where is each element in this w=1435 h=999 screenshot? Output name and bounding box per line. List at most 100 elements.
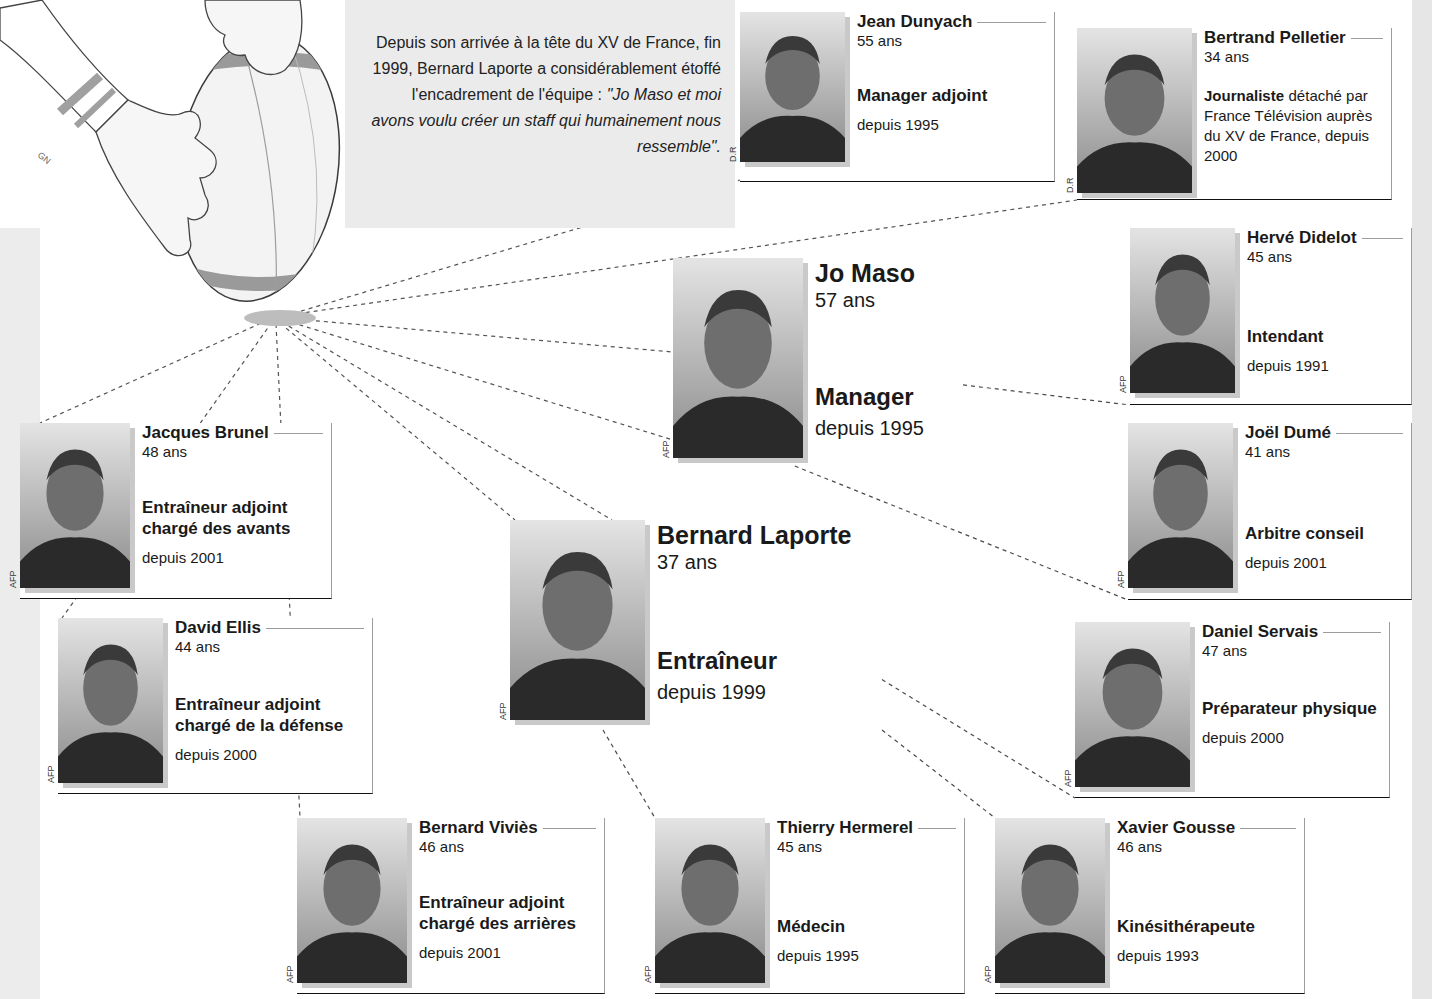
heading-rule (1240, 828, 1296, 829)
photo-credit: AFP (661, 440, 671, 458)
heading-rule (1362, 238, 1403, 239)
person-name: Daniel Servais (1202, 622, 1318, 642)
person-since: depuis 2001 (419, 944, 596, 962)
staff-card: Hervé Didelot45 ansIntendant depuis 1991 (1130, 228, 1412, 405)
person-age: 44 ans (175, 638, 364, 656)
card-text: Jacques Brunel48 ansEntraîneur adjoint c… (142, 423, 323, 567)
portrait-silhouette (655, 818, 765, 983)
card-text: Hervé Didelot45 ansIntendant depuis 1991 (1247, 228, 1403, 375)
portrait-photo (1075, 622, 1190, 787)
person-age: 55 ans (857, 32, 1046, 50)
staff-card: Bernard Viviès46 ansEntraîneur adjoint c… (297, 818, 605, 994)
person-name: Jo Maso (815, 258, 915, 288)
portrait-photo (1130, 228, 1235, 393)
portrait-silhouette (297, 818, 407, 983)
card-heading: Bernard Viviès (419, 818, 596, 838)
person-name: Thierry Hermerel (777, 818, 913, 838)
lead-staff-card: Jo Maso57 ansManager depuis 1995 (673, 258, 963, 466)
staff-card: Thierry Hermerel45 ansMédecindepuis 1995 (655, 818, 965, 994)
portrait-photo (58, 618, 163, 783)
person-since: depuis 2001 (1245, 554, 1403, 572)
person-since: depuis 2001 (142, 549, 323, 567)
person-age: 37 ans (657, 550, 882, 574)
card-heading: David Ellis (175, 618, 364, 638)
heading-rule (266, 628, 364, 629)
photo-credit: AFP (1063, 769, 1073, 787)
portrait-silhouette (510, 520, 645, 720)
staff-card: Bertrand Pelletier34 ansJournalistedétac… (1077, 28, 1392, 200)
card-text: Xavier Gousse46 ansKinésithérapeutedepui… (1117, 818, 1296, 965)
portrait-photo (510, 520, 645, 720)
person-since: depuis 2000 (1202, 729, 1381, 747)
photo-credit: AFP (498, 702, 508, 720)
card-heading: Jo Maso (815, 258, 963, 288)
card-text: Bernard Laporte37 ansEntraîneurdepuis 19… (657, 520, 882, 704)
heading-rule (1351, 38, 1383, 39)
person-role: Intendant (1247, 326, 1403, 347)
person-role: Journalistedétaché par France Télévision… (1204, 86, 1383, 166)
staff-card: Joël Dumé41 ansArbitre conseildepuis 200… (1128, 423, 1412, 600)
card-heading: Jean Dunyach (857, 12, 1046, 32)
heading-rule (543, 828, 596, 829)
person-role: Journaliste (1204, 87, 1284, 104)
heading-rule (1336, 433, 1403, 434)
photo-credit: D.R (728, 147, 738, 163)
photo-credit: AFP (46, 765, 56, 783)
person-since: depuis 2000 (175, 746, 364, 764)
heading-rule (918, 828, 956, 829)
portrait-photo (740, 12, 845, 162)
card-heading: Daniel Servais (1202, 622, 1381, 642)
person-age: 47 ans (1202, 642, 1381, 660)
person-name: Hervé Didelot (1247, 228, 1357, 248)
portrait-photo (1128, 423, 1233, 588)
photo-credit: AFP (1116, 570, 1126, 588)
connector-line (882, 730, 995, 818)
intro-box: Depuis son arrivée à la tête du XV de Fr… (345, 0, 735, 228)
portrait-silhouette (995, 818, 1105, 983)
connector-line (603, 730, 655, 818)
person-role: Médecin (777, 916, 956, 937)
illustrator-signature: GN (36, 150, 53, 166)
person-role: Entraîneur adjoint chargé des avants (142, 497, 323, 539)
portrait-silhouette (1077, 28, 1192, 193)
heading-rule (1323, 632, 1381, 633)
person-name: Bernard Laporte (657, 520, 851, 550)
person-role: Préparateur physique (1202, 698, 1381, 719)
photo-credit: AFP (1118, 375, 1128, 393)
photo-credit: AFP (983, 965, 993, 983)
staff-card: Daniel Servais47 ansPréparateur physique… (1075, 622, 1390, 798)
person-age: 45 ans (1247, 248, 1403, 266)
card-text: Daniel Servais47 ansPréparateur physique… (1202, 622, 1381, 747)
photo-credit: AFP (8, 570, 18, 588)
person-since: depuis 1995 (857, 116, 1046, 134)
portrait-silhouette (1130, 228, 1235, 393)
staff-card: Jacques Brunel48 ansEntraîneur adjoint c… (20, 423, 332, 599)
lead-staff-card: Bernard Laporte37 ansEntraîneurdepuis 19… (510, 520, 882, 730)
portrait-photo (297, 818, 407, 983)
person-age: 57 ans (815, 288, 963, 312)
ball-rays (40, 180, 1077, 818)
person-age: 34 ans (1204, 48, 1383, 66)
photo-credit: D.R (1065, 178, 1075, 194)
person-since: depuis 1991 (1247, 357, 1403, 375)
heading-rule (274, 433, 323, 434)
person-age: 41 ans (1245, 443, 1403, 461)
staff-card: Jean Dunyach55 ansManager adjoint depuis … (740, 12, 1055, 182)
card-heading: Xavier Gousse (1117, 818, 1296, 838)
person-name: Xavier Gousse (1117, 818, 1235, 838)
card-text: David Ellis44 ansEntraîneur adjoint char… (175, 618, 364, 764)
card-text: Thierry Hermerel45 ansMédecindepuis 1995 (777, 818, 956, 965)
person-role: Manager (815, 382, 963, 412)
background-strip (0, 228, 40, 999)
person-role: Manager adjoint (857, 85, 1046, 106)
person-since: depuis 1999 (657, 680, 882, 704)
card-text: Bertrand Pelletier34 ansJournalistedétac… (1204, 28, 1383, 166)
person-role: Entraîneur adjoint chargé de la défense (175, 694, 364, 736)
card-heading: Bertrand Pelletier (1204, 28, 1383, 48)
portrait-silhouette (673, 258, 803, 458)
person-name: Jean Dunyach (857, 12, 972, 32)
person-since: depuis 1993 (1117, 947, 1296, 965)
person-since: depuis 1995 (815, 416, 963, 440)
portrait-silhouette (740, 12, 845, 162)
